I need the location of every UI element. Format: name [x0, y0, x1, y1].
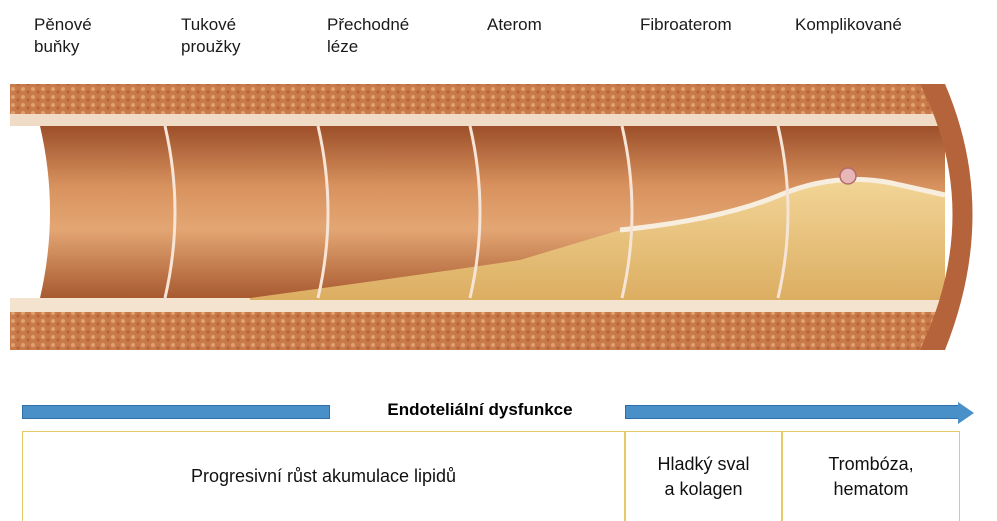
stage-label-atheroma: Aterom [487, 14, 542, 36]
phase-box-smooth-muscle: Hladký sval a kolagen [625, 431, 782, 521]
stage-label-intermediate-lesion: Přechodné léze [327, 14, 409, 58]
progress-arrow-left [22, 405, 330, 419]
phase-label-thrombosis: Trombóza, hematom [828, 452, 913, 502]
top-intima [10, 114, 945, 126]
process-title: Endoteliální dysfunkce [345, 400, 615, 420]
stage-label-foam-cells: Pěnové buňky [34, 14, 92, 58]
phase-label-smooth-muscle: Hladký sval a kolagen [657, 452, 749, 502]
bottom-intima [10, 298, 945, 312]
phase-box-lipid-accumulation: Progresivní růst akumulace lipidů [22, 431, 625, 521]
thrombus [840, 168, 856, 184]
artery-illustration [0, 70, 997, 380]
bottom-wall [10, 310, 945, 350]
stage-label-complicated: Komplikované [795, 14, 902, 36]
progress-arrow-right [625, 405, 960, 419]
stage-label-fatty-streaks: Tukové proužky [181, 14, 241, 58]
arrow-head-icon [958, 402, 974, 424]
stage-label-fibroatheroma: Fibroaterom [640, 14, 732, 36]
phase-label-lipid-accumulation: Progresivní růst akumulace lipidů [191, 464, 456, 489]
phase-box-thrombosis: Trombóza, hematom [782, 431, 960, 521]
